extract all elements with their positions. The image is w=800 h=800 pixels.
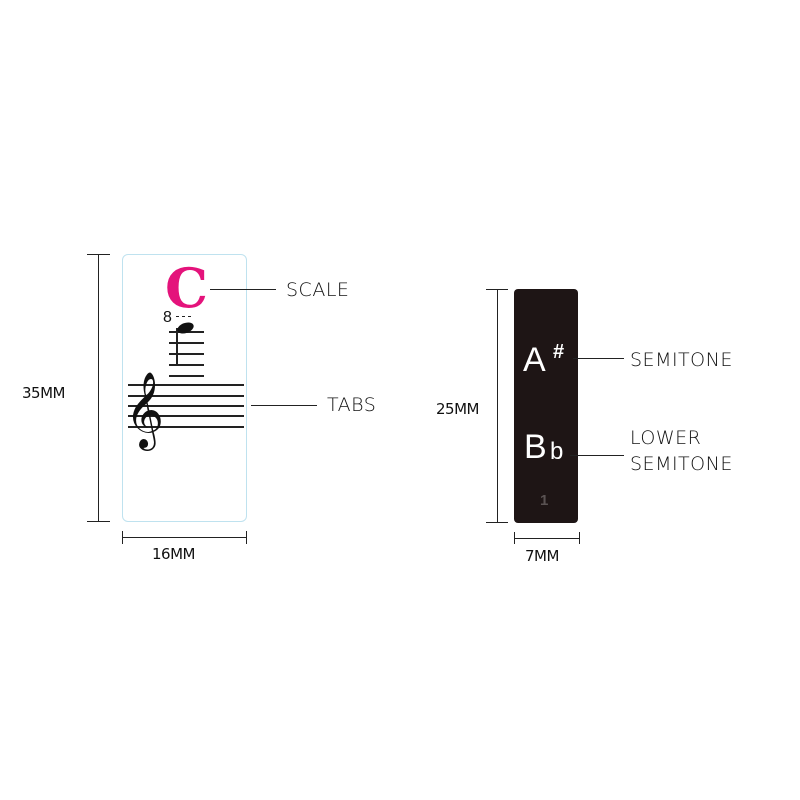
width-label: 7MM	[525, 547, 559, 565]
height-dimension-cap-bottom	[486, 522, 508, 523]
width-dimension-line	[514, 538, 579, 539]
width-dimension-line	[122, 537, 246, 538]
ottava-mark: 8	[163, 309, 172, 326]
scale-sticker	[122, 254, 247, 522]
flat-note-letter: B	[524, 428, 547, 466]
lower-semitone-label-line2: SEMITONE	[630, 453, 733, 475]
width-dimension-cap-right	[579, 532, 580, 544]
scale-letter: C	[165, 256, 208, 320]
lower-semitone-label-line1: LOWER	[630, 427, 702, 449]
width-dimension-cap-left	[122, 531, 123, 544]
tabs-callout-label: TABS	[327, 394, 377, 416]
scale-callout-label: SCALE	[286, 279, 350, 301]
ottava-dash	[182, 316, 185, 317]
note-stem	[176, 328, 178, 364]
width-dimension-cap-right	[246, 531, 247, 544]
semitone-callout-label: SEMITONE	[630, 349, 733, 371]
ottava-dash	[188, 316, 191, 317]
semitone-sticker	[514, 289, 578, 523]
tabs-callout-line	[251, 405, 317, 406]
height-label: 35MM	[22, 384, 65, 402]
semitone-callout-line	[573, 358, 624, 359]
key-number: 1	[540, 492, 549, 509]
height-dimension-line	[497, 289, 498, 523]
height-label: 25MM	[436, 400, 479, 418]
sharp-note-letter: A	[523, 341, 546, 379]
flat-symbol: b	[550, 438, 564, 465]
height-dimension-cap-top	[486, 289, 508, 290]
height-dimension-cap-bottom	[87, 521, 110, 522]
height-dimension-line	[98, 254, 99, 522]
lower-semitone-callout-label: LOWER SEMITONE	[630, 425, 733, 477]
lower-semitone-callout-line	[570, 455, 624, 456]
scale-callout-line	[210, 289, 276, 290]
width-dimension-cap-left	[514, 532, 515, 544]
treble-clef-icon: 𝄞	[125, 371, 165, 448]
sharp-symbol: #	[553, 341, 565, 363]
height-dimension-cap-top	[87, 254, 110, 255]
ottava-dash	[176, 316, 179, 317]
width-label: 16MM	[152, 545, 195, 563]
